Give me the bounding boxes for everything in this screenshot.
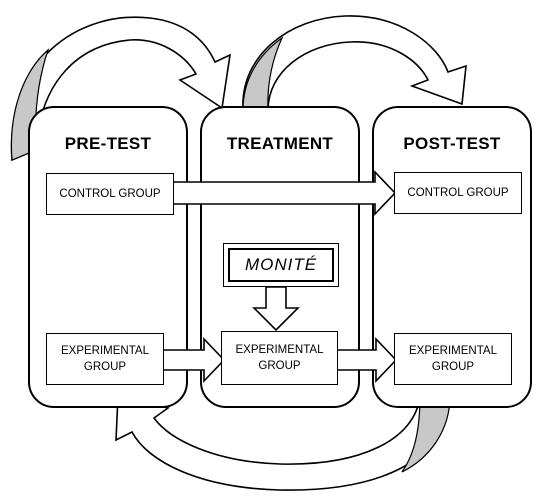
curve-arrow-pretest-to-treatment bbox=[10, 16, 232, 162]
arrow-monite-down bbox=[252, 286, 300, 332]
curve-arrow-posttest-to-pretest bbox=[115, 394, 451, 491]
curve-arrow-treatment-shade bbox=[242, 36, 284, 111]
arrow-control-to-posttest bbox=[171, 170, 397, 216]
treatment-experimental-group: EXPERIMENTAL GROUP bbox=[221, 331, 338, 385]
pretest-control-group: CONTROL GROUP bbox=[46, 173, 174, 215]
pretest-title: PRE-TEST bbox=[64, 134, 152, 153]
monite-intervention-box: MONITÉ bbox=[223, 243, 339, 287]
treatment-title: TREATMENT bbox=[226, 134, 334, 153]
pretest-experimental-group: EXPERIMENTAL GROUP bbox=[46, 333, 164, 385]
monite-label: MONITÉ bbox=[228, 248, 334, 282]
posttest-experimental-group: EXPERIMENTAL GROUP bbox=[394, 333, 512, 385]
posttest-title: POST-TEST bbox=[403, 134, 501, 153]
posttest-control-group: CONTROL GROUP bbox=[394, 172, 522, 214]
curve-arrow-posttest-shade bbox=[401, 395, 451, 473]
arrow-treatment-exp-to-post bbox=[335, 337, 398, 383]
arrow-pre-exp-to-treatment bbox=[161, 337, 226, 383]
curve-arrow-treatment-to-posttest bbox=[242, 15, 467, 111]
